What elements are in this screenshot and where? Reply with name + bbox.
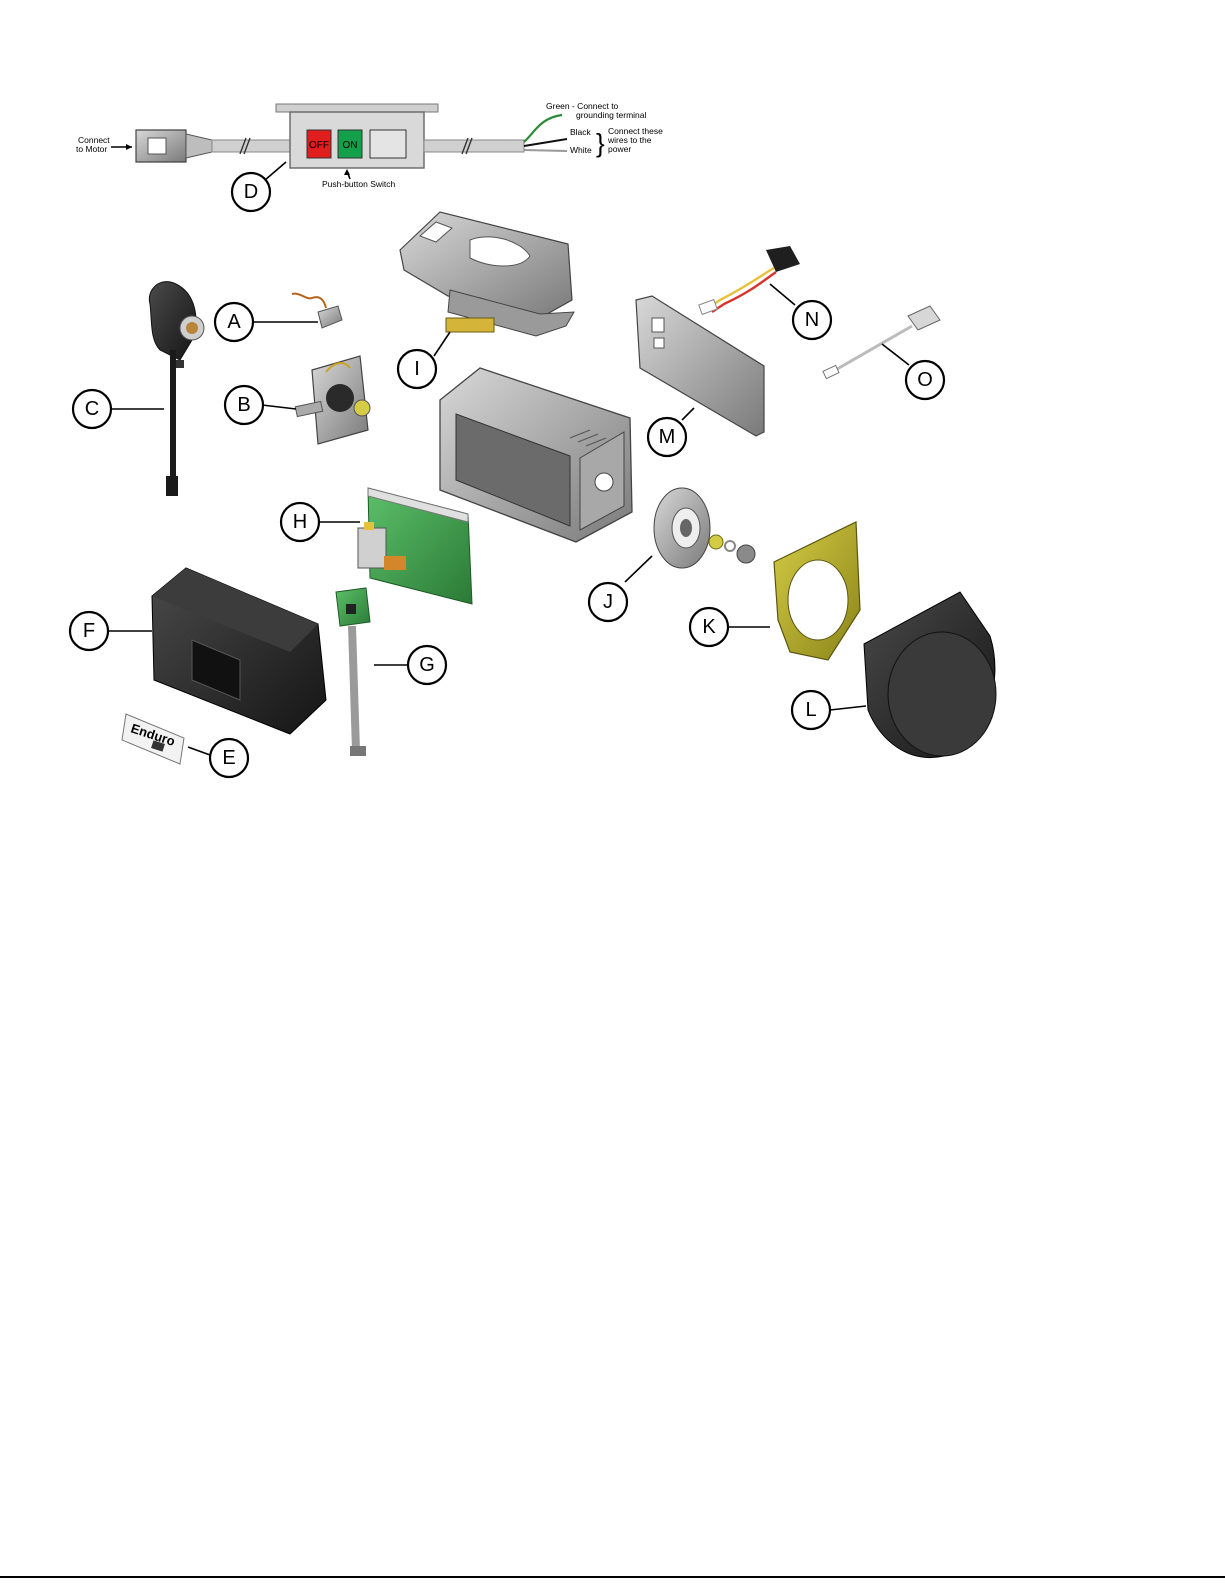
part-j-pulley [654,488,755,568]
callout-l-label: L [805,699,816,721]
callout-e: E [210,739,248,777]
callout-b: B [225,386,263,424]
motor-housing [440,368,632,542]
callout-n-label: N [805,309,819,331]
callout-c-label: C [85,398,99,420]
part-b-bracket [295,356,370,444]
callout-f-label: F [83,620,95,642]
part-a-sensor [292,294,342,328]
callout-j-label: J [603,591,613,613]
brace-icon: } [596,128,605,158]
callout-g-label: G [419,654,435,676]
callout-o: O [906,361,944,399]
callout-i: I [398,350,436,388]
callout-a-label: A [227,311,241,333]
callout-l: L [792,691,830,729]
part-n-power-harness [699,246,800,314]
part-e-label: Enduro [122,714,184,764]
part-k-belt-guard-bracket [774,522,860,660]
off-button-label: OFF [309,140,329,151]
part-l-belt-cover [864,592,996,758]
push-button-label: Push-button Switch [322,179,396,189]
callout-c: C [73,390,111,428]
part-i-mount-bracket [400,212,574,336]
callout-f: F [70,612,108,650]
connect-motor-text-2: to Motor [76,144,107,154]
callout-b-label: B [237,394,250,416]
callout-g: G [408,646,446,684]
part-m-rear-plate [636,296,764,436]
black-wire-label: Black [570,127,592,137]
on-button-label: ON [343,140,358,151]
callout-h-label: H [293,511,307,533]
callout-n: N [793,301,831,339]
part-f-control-cover [152,568,326,734]
callout-d-label: D [244,181,258,203]
callout-h: H [281,503,319,541]
switch-assembly-d: OFF ON Connect to Motor Push-button Swit… [76,101,663,189]
part-g-display-board [336,588,370,756]
callout-d: D [232,173,270,211]
part-h-circuit-board [358,488,472,604]
connect-these-label-3: power [608,144,631,154]
callout-k-label: K [702,616,716,638]
callout-m: M [648,418,686,456]
callout-m-label: M [659,426,676,448]
white-wire-label: White [570,145,592,155]
callout-j: J [589,583,627,621]
page-bottom-rule [0,1576,1225,1578]
callout-a: A [215,303,253,341]
callout-k: K [690,608,728,646]
green-wire-label-2: grounding terminal [576,110,647,120]
callout-i-label: I [414,358,420,380]
part-c-speed-control [149,282,204,496]
callout-e-label: E [222,747,235,769]
callout-o-label: O [917,369,933,391]
